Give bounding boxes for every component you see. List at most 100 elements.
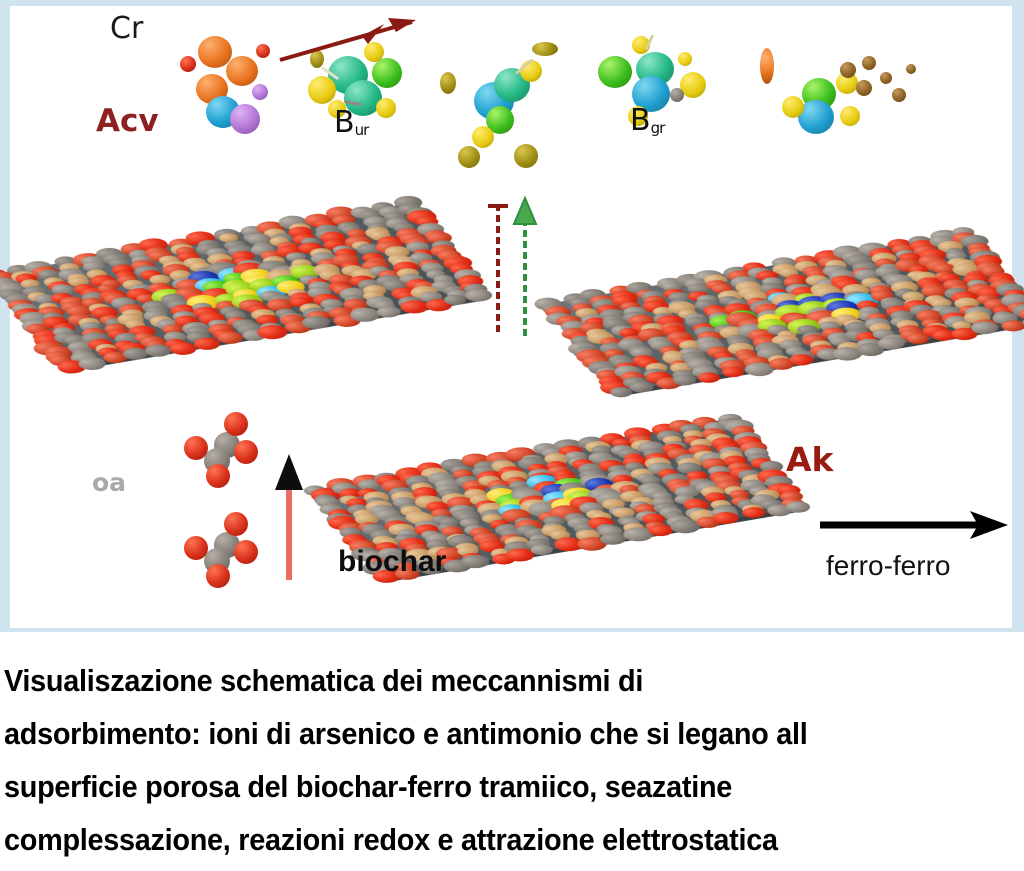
surface-particle <box>257 249 286 263</box>
atom-brown <box>840 62 856 78</box>
surface-particle <box>384 253 413 266</box>
surface-particle <box>406 251 436 265</box>
surface-particle <box>607 443 636 457</box>
atom-yellow <box>678 52 692 66</box>
surface-particle <box>671 272 708 290</box>
surface-particle <box>702 431 735 447</box>
surface-particle <box>609 473 636 486</box>
surface-particle <box>762 287 792 301</box>
surface-particle <box>633 288 660 301</box>
surface-particle <box>236 266 276 286</box>
surface-particle <box>321 204 360 223</box>
surface-particle <box>963 269 989 282</box>
atom-yellow <box>782 96 804 118</box>
surface-particle <box>724 297 751 310</box>
surface-particle <box>252 258 293 277</box>
atom-yellow <box>628 106 648 126</box>
surface-particle <box>391 465 427 483</box>
surface-particle <box>791 259 822 274</box>
surface-particle <box>336 486 364 500</box>
molecule-cluster-acid-lower <box>178 510 278 590</box>
surface-particle <box>818 296 858 315</box>
surface-particle <box>824 267 860 285</box>
surface-particle <box>365 264 393 277</box>
surface-particle <box>117 241 150 257</box>
surface-particle <box>926 228 964 246</box>
surface-particle <box>713 441 744 456</box>
atom-purple <box>252 84 268 100</box>
surface-particle <box>878 270 908 285</box>
surface-particle <box>947 283 973 296</box>
surface-particle <box>720 453 750 468</box>
surface-particle <box>927 296 955 310</box>
surface-particle <box>691 297 721 312</box>
atom-red <box>184 536 208 560</box>
surface-particle <box>514 455 549 472</box>
surface-particle <box>447 464 474 477</box>
surface-particle <box>359 251 387 264</box>
surface-particle <box>518 453 547 467</box>
surface-particle <box>495 464 528 480</box>
surface-particle <box>816 290 855 309</box>
surface-particle <box>126 248 154 262</box>
surface-particle <box>708 282 737 296</box>
surface-particle <box>621 460 647 473</box>
surface-particle <box>468 463 502 480</box>
surface-particle <box>450 468 477 481</box>
surface-particle <box>640 294 669 308</box>
surface-particle <box>458 478 491 494</box>
surface-particle <box>790 291 825 308</box>
biochar-slab-right <box>530 212 1024 412</box>
surface-particle <box>720 417 758 436</box>
surface-particle <box>589 297 621 313</box>
surface-particle <box>733 434 766 450</box>
surface-particle <box>917 283 951 300</box>
surface-particle <box>192 265 222 280</box>
surface-particle <box>743 451 774 466</box>
adsorption-arrow-up <box>512 196 538 336</box>
surface-particle <box>876 262 903 275</box>
surface-particle <box>470 459 501 474</box>
atom-yellow <box>840 106 860 126</box>
surface-particle <box>740 289 771 304</box>
surface-particle <box>948 225 978 239</box>
surface-particle <box>68 251 107 269</box>
surface-particle <box>288 257 315 270</box>
surface-particle <box>338 263 368 278</box>
atom-red <box>206 464 230 488</box>
surface-particle <box>223 243 258 259</box>
surface-particle <box>692 480 725 496</box>
surface-particle <box>731 279 766 296</box>
atom-yellow <box>680 72 706 98</box>
surface-particle <box>562 449 590 464</box>
surface-particle <box>868 251 900 267</box>
surface-particle <box>338 260 364 272</box>
surface-particle <box>793 293 837 315</box>
surface-particle <box>865 246 898 262</box>
surface-particle <box>247 242 278 257</box>
surface-particle <box>355 487 381 499</box>
surface-particle <box>231 255 256 268</box>
surface-particle <box>192 241 225 257</box>
surface-particle <box>20 259 57 277</box>
slab-particles-right <box>530 225 1024 399</box>
surface-particle <box>228 249 259 264</box>
surface-particle <box>307 250 341 267</box>
surface-particle <box>378 478 413 495</box>
surface-particle <box>503 475 529 488</box>
surface-particle <box>848 260 882 276</box>
surface-particle <box>56 261 83 274</box>
surface-particle <box>841 252 877 269</box>
atom-olive <box>440 72 456 94</box>
surface-particle <box>473 469 508 486</box>
surface-particle <box>590 482 626 499</box>
surface-particle <box>973 292 1001 306</box>
surface-particle <box>626 433 656 448</box>
surface-particle <box>427 243 461 259</box>
surface-particle <box>840 289 872 305</box>
surface-particle <box>501 445 540 463</box>
surface-particle <box>146 273 174 287</box>
molecule-cluster-center-left <box>292 30 422 140</box>
surface-particle <box>671 484 704 500</box>
atom-purple <box>230 104 260 134</box>
